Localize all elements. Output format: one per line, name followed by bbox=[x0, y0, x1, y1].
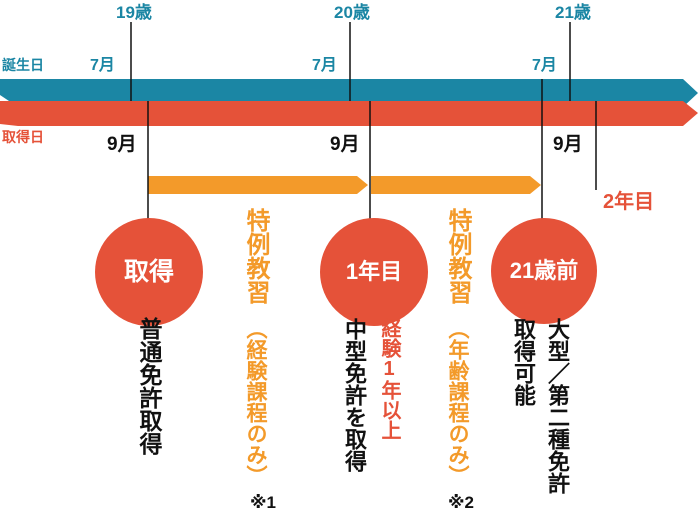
large-license-text: 大型／第二種免許 bbox=[545, 318, 570, 494]
month-sept-2: 9月 bbox=[330, 134, 360, 155]
note-2: ※2 bbox=[448, 493, 474, 512]
month-sept-3: 9月 bbox=[553, 134, 583, 155]
course-arrow-2 bbox=[371, 176, 541, 194]
course-arrow-1 bbox=[148, 176, 368, 194]
age-label-21: 21歳 bbox=[555, 3, 591, 22]
special-course-2-detail: （年齢課程のみ） bbox=[446, 318, 469, 486]
circle-before-21: 21歳前 bbox=[491, 218, 597, 324]
special-course-1-title: 特例教習 bbox=[242, 208, 269, 304]
special-course-1-detail: （経験課程のみ） bbox=[244, 318, 267, 486]
month-july-3: 7月 bbox=[532, 57, 557, 74]
birthday-arrow bbox=[0, 79, 698, 107]
circle-acquire: 取得 bbox=[95, 218, 203, 326]
birthday-row-label: 誕生日 bbox=[2, 57, 44, 73]
age-label-20: 20歳 bbox=[334, 3, 370, 22]
month-july-2: 7月 bbox=[312, 57, 337, 74]
month-july-1: 7月 bbox=[90, 57, 115, 74]
acquisition-row-label: 取得日 bbox=[2, 129, 44, 145]
eligible-text: 取得可能 bbox=[511, 318, 536, 406]
year-2-label: 2年目 bbox=[603, 191, 655, 213]
age-label-19: 19歳 bbox=[116, 3, 152, 22]
medium-license-text: 中型免許を取得 bbox=[342, 318, 367, 472]
standard-license-text: 普通免許取得 bbox=[136, 317, 162, 455]
circle-year-1: 1年目 bbox=[320, 218, 428, 326]
month-sept-1: 9月 bbox=[107, 134, 137, 155]
special-course-2-title: 特例教習 bbox=[444, 208, 471, 304]
acquisition-arrow bbox=[0, 101, 698, 126]
note-1: ※1 bbox=[250, 493, 276, 512]
experience-text: 経験1年以上 bbox=[378, 318, 400, 440]
